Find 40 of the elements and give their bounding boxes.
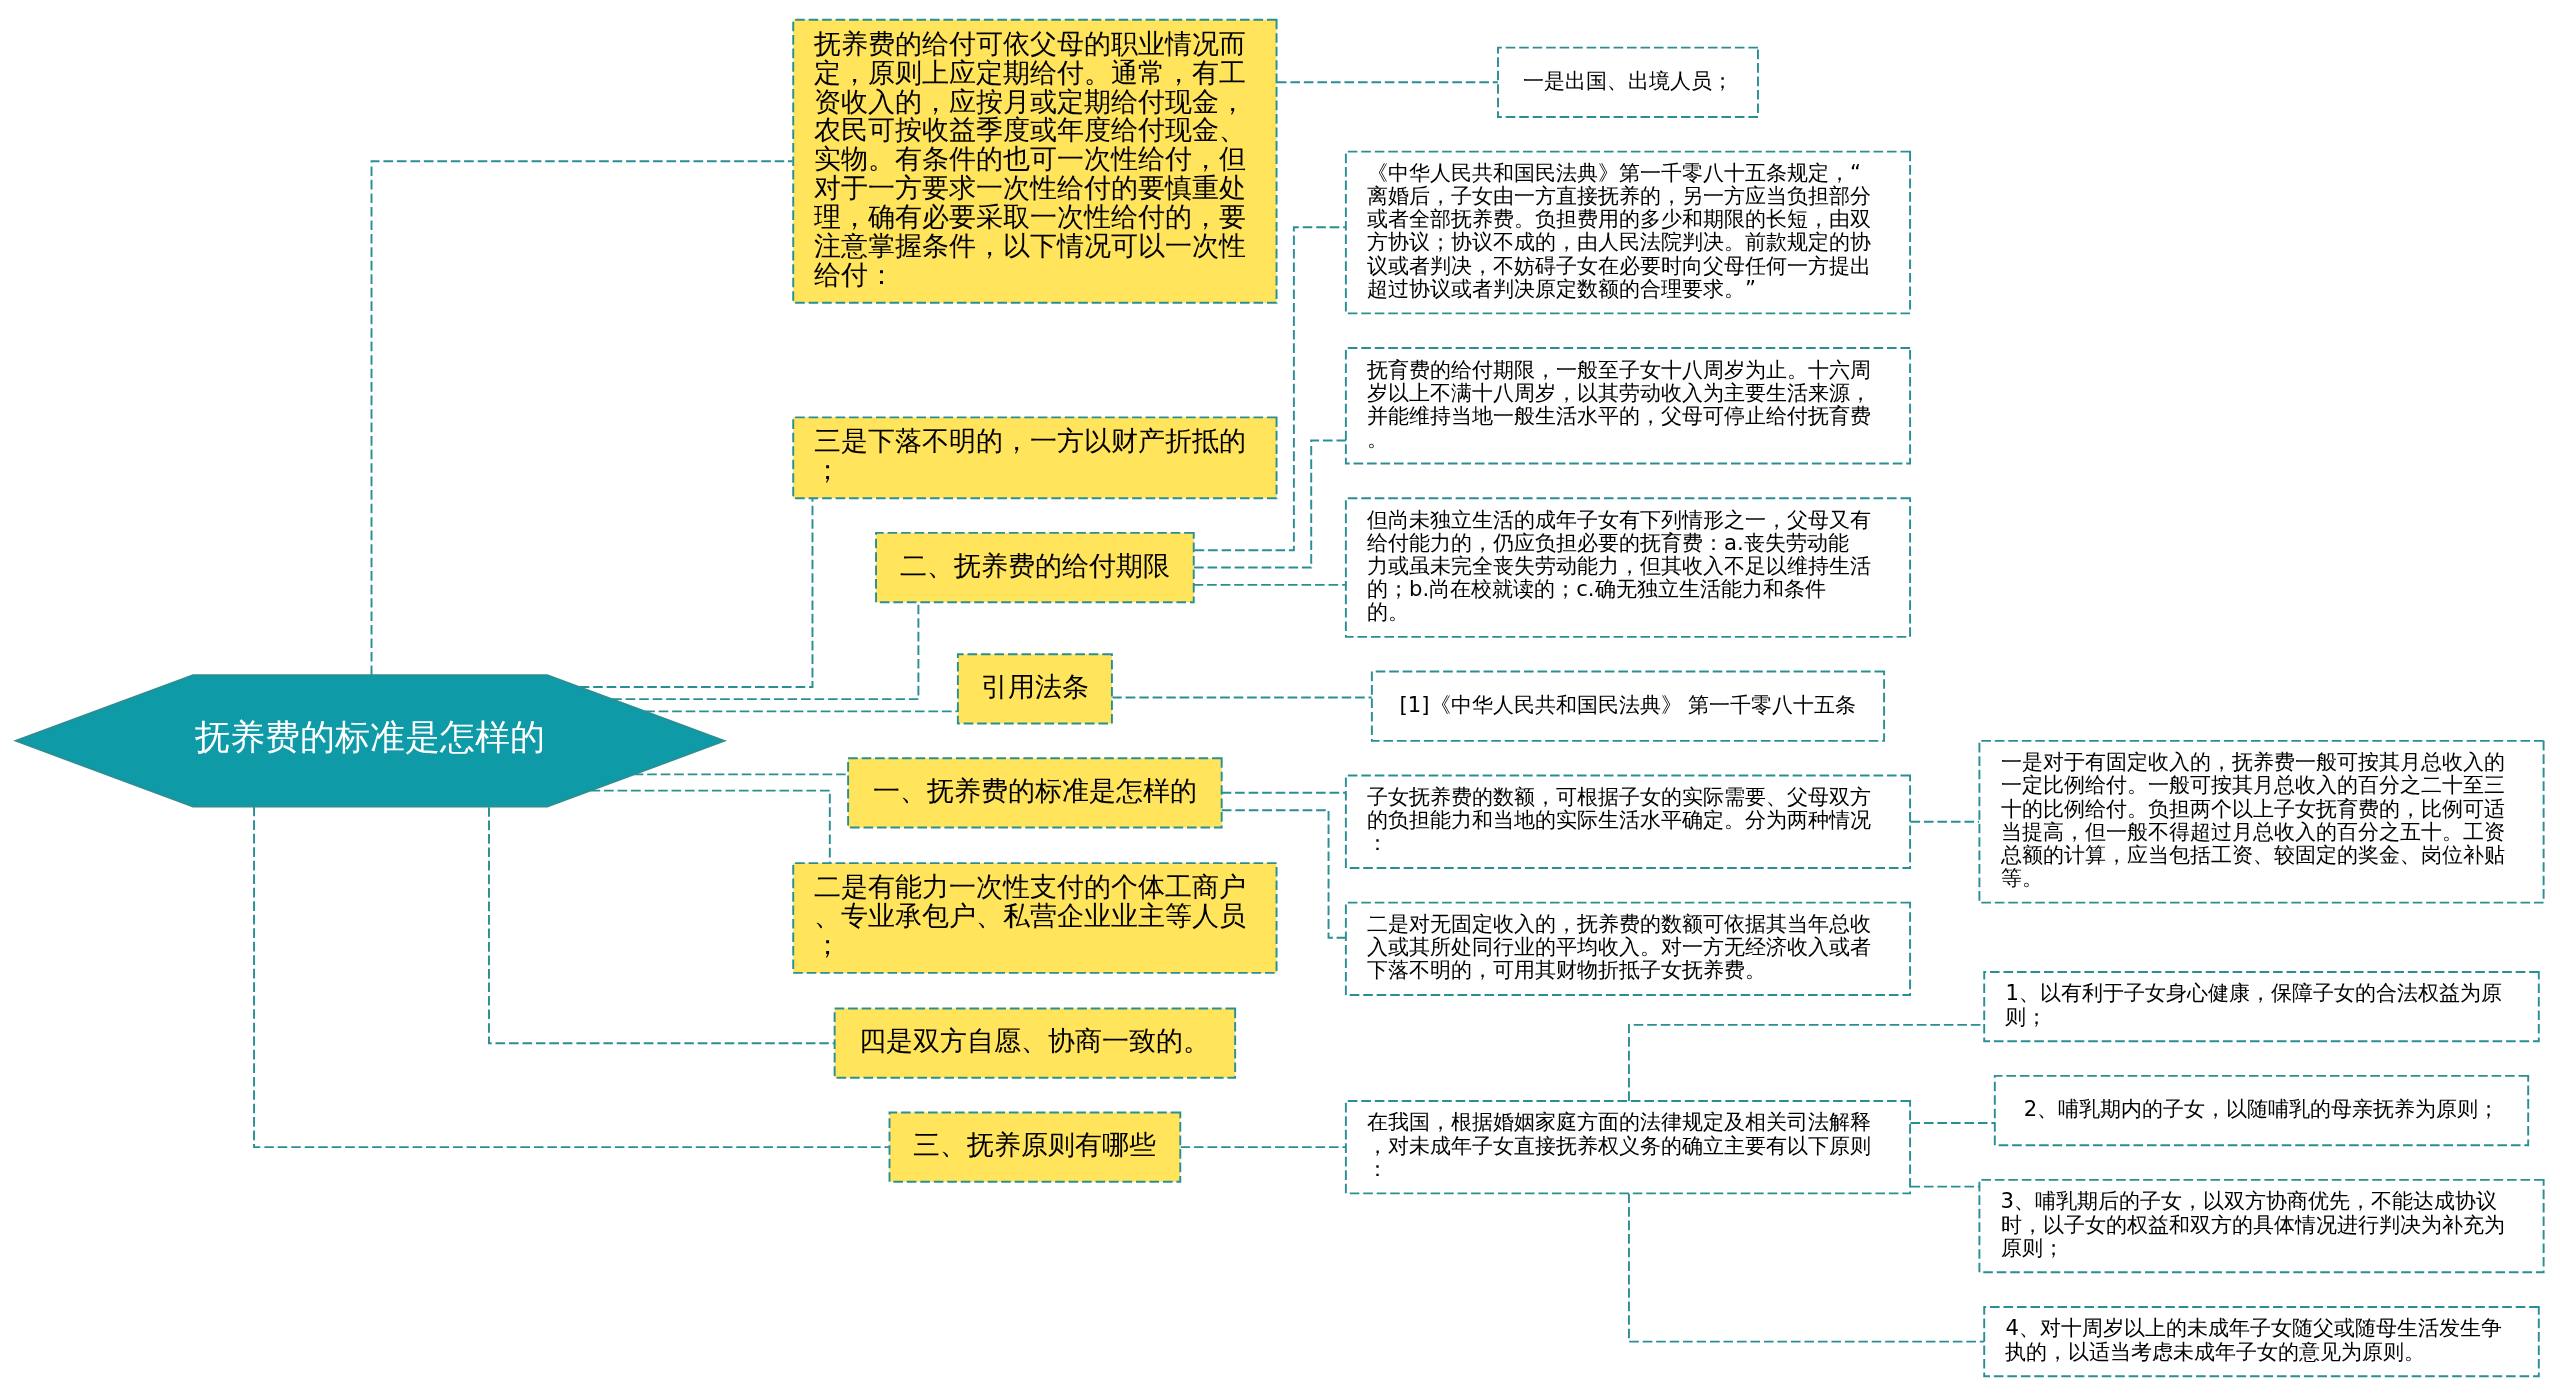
node-box: 但尚未独立生活的成年子女有下列情形之一，父母又有给付能力的，仍应负担必要的抚育费：a.丧失劳动能力或虽未完全丧失劳动能力，但其收入不足以维持生活的；b.尚在校就读的；c.确无独立生活能力和条件的。	[1344, 496, 1912, 638]
node-box: 引用法条	[956, 652, 1113, 724]
node-box: 在我国，根据婚姻家庭方面的法律规定及相关司法解释，对未成年子女直接抚养权义务的确立主要有以下原则：	[1344, 1099, 1912, 1194]
connector	[1179, 1145, 1347, 1148]
node-box: [1]《中华人民共和国民法典》 第一千零八十五条	[1370, 670, 1886, 742]
connector	[370, 159, 794, 676]
connector	[1276, 80, 1499, 83]
node-box: 《中华人民共和国民法典》第一千零八十五条规定，“离婚后，子女由一方直接抚养的，另一方应当负担部分或者全部抚养费。负担费用的多少和期限的长短，由双方协议；协议不成的，由人民法院判决。前款规定的协议或者判决，不妨碍子女在必要时向父母任何一方提出超过协议或者判决原定数额的合理要求。”	[1344, 150, 1912, 314]
node-box: 一是出国、出境人员；	[1497, 46, 1759, 118]
node-box: 3、哺乳期后的子女，以双方协商优先，不能达成协议时，以子女的权益和双方的具体情况进行判决为补充为原则；	[1978, 1178, 2545, 1273]
connector	[644, 709, 959, 712]
node-box: 二是有能力一次性支付的个体工商户、专业承包户、私营企业业主等人员；	[792, 861, 1278, 974]
node-box: 三、抚养原则有哪些	[888, 1111, 1182, 1183]
connector	[253, 805, 890, 1148]
connector	[1193, 439, 1347, 568]
node-box: 二是对无固定收入的，抚养费的数额可依据其当年总收入或其所处同行业的平均收入。对一方无经济收入或者下落不明的，可用其财物折抵子女抚养费。	[1344, 901, 1912, 996]
node-box: 三是下落不明的，一方以财产折抵的；	[792, 415, 1278, 499]
connector	[1192, 583, 1347, 586]
connector	[1111, 696, 1373, 698]
connector	[1220, 808, 1347, 939]
connector	[1193, 225, 1347, 551]
node-box: 抚养费的给付可依父母的职业情况而定，原则上应定期给付。通常，有工资收入的，应按月或定期给付现金，农民可按收益季度或年度给付现金、实物。有条件的也可一次性给付，但对于一方要求一次性给付的要慎重处理，确有必要采取一次性给付的，要注意掌握条件，以下情况可以一次性给付：	[792, 18, 1278, 304]
node-box: 一是对于有固定收入的，抚养费一般可按其月总收入的一定比例给付。一般可按其月总收入的百分之二十至三十的比例给付。负担两个以上子女抚育费的，比例可适当提高，但一般不得超过月总收入的百分之五十。工资总额的计算，应当包括工资、较固定的奖金、岗位补贴等。	[1978, 739, 2545, 904]
connector	[1909, 1185, 1980, 1188]
connector	[488, 805, 835, 1044]
connector	[1627, 1192, 1986, 1343]
node-box: 一、抚养费的标准是怎样的	[847, 756, 1223, 828]
connector	[632, 772, 849, 775]
node-box: 2、哺乳期内的子女，以随哺乳的母亲抚养为原则；	[1993, 1074, 2530, 1146]
node-box: 4、对十周岁以上的未成年子女随父或随母生活发生争执的，以适当考虑未成年子女的意见为原则。	[1983, 1305, 2540, 1377]
node-box: 子女抚养费的数额，可根据子女的实际需要、父母双方的负担能力和当地的实际生活水平确定。分为两种情况：	[1344, 774, 1912, 869]
connector	[1220, 791, 1347, 794]
node-box: 1、以有利于子女身心健康，保障子女的合法权益为原则；	[1983, 970, 2540, 1042]
connector	[589, 789, 831, 863]
connector	[1909, 820, 1980, 823]
node-box: 二、抚养费的给付期限	[875, 531, 1195, 603]
connector	[578, 496, 814, 688]
connector	[1909, 1121, 1996, 1124]
node-box: 抚育费的给付期限，一般至子女十八周岁为止。十六周岁以上不满十八周岁，以其劳动收入为主要生活来源，并能维持当地一般生活水平的，父母可停止给付抚育费。	[1344, 346, 1912, 465]
node-box: 四是双方自愿、协商一致的。	[833, 1007, 1237, 1079]
